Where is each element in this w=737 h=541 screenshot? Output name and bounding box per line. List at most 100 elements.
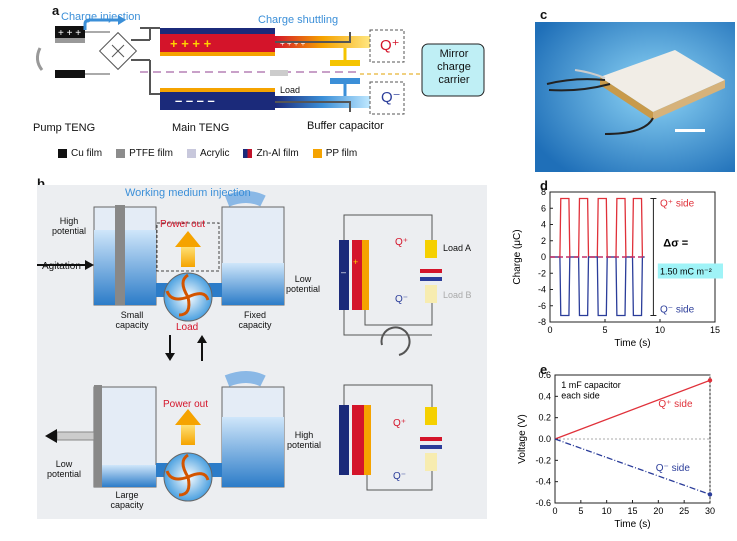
legend-label: Zn-Al film xyxy=(256,148,299,159)
chart-e-capacitor-label: 1 mF capacitor xyxy=(561,380,621,390)
working-medium-label: Working medium injection xyxy=(125,187,251,199)
low-potential-label-top: Low potential xyxy=(285,274,321,294)
panel-label-c: c xyxy=(540,7,548,22)
panel-label-d: d xyxy=(540,178,548,193)
chart-e-x-tick-label: 5 xyxy=(578,506,583,516)
legend-swatch xyxy=(243,149,253,158)
chart-e-y-tick-label: 0.4 xyxy=(538,391,551,401)
load-a-label: Load A xyxy=(443,243,472,253)
q-plus-box xyxy=(369,29,405,63)
chart-d-delta-sigma-label: Δσ = xyxy=(663,237,688,249)
legend-swatch xyxy=(58,149,67,158)
power-out-box-top xyxy=(156,222,220,272)
chart-e-x-axis-label: Time (s) xyxy=(614,519,650,530)
main-teng-bottom-pp xyxy=(160,88,275,92)
chart-d-value-box xyxy=(657,263,723,279)
chart-d-x-tick-label: 0 xyxy=(547,325,552,335)
q-plus-label: Q⁺ xyxy=(380,37,400,54)
chart-e-end-point xyxy=(707,492,713,497)
chart-d-value-label: 1.50 mC m⁻² xyxy=(660,267,712,277)
chart-d-y-tick-label: -2 xyxy=(538,268,546,278)
chart-d-q-plus-label: Q⁺ side xyxy=(660,199,695,210)
chart-e-y-tick-label: 0.2 xyxy=(538,413,551,423)
chart-d-y-tick-label: 6 xyxy=(541,203,546,213)
mirror-charge-box xyxy=(421,43,485,97)
chart-e-y-axis-label: Voltage (V) xyxy=(517,414,528,463)
svg-text:+ + + +: + + + + xyxy=(170,36,212,51)
main-teng-label: Main TENG xyxy=(172,122,230,134)
chart-e-q-plus-label: Q⁺ side xyxy=(658,399,693,410)
load-label: Load xyxy=(280,85,301,95)
legend-swatch xyxy=(312,149,322,158)
chart-e-series-line xyxy=(554,438,711,496)
pump-teng-ptfe xyxy=(55,38,85,43)
main-teng-bottom-cu xyxy=(160,92,275,110)
q-plus-label-b-bottom: Q⁺ xyxy=(393,418,407,429)
pump-teng-bottom-plate xyxy=(55,70,85,78)
chart-d-y-tick-label: -4 xyxy=(538,285,546,295)
chart-e-y-tick-label: -0.2 xyxy=(535,455,551,465)
legend-label: Acrylic xyxy=(200,148,230,159)
panel-label-a: a xyxy=(52,3,60,18)
legend-label: Cu film xyxy=(71,148,103,159)
legend-swatch xyxy=(116,149,126,158)
legend-item: Zn-Al film xyxy=(243,148,299,159)
chart-e-x-tick-label: 10 xyxy=(602,506,612,516)
chart-d-y-axis-label: Charge (μC) xyxy=(512,229,523,284)
chart-e-each-side-label: each side xyxy=(561,390,600,400)
charge-injection-label: Charge injection xyxy=(61,11,141,23)
load-b-label: Load B xyxy=(443,290,472,300)
load-resistor xyxy=(270,70,288,76)
q-minus-label-b-top: Q⁻ xyxy=(395,294,409,305)
chart-d-series-line xyxy=(550,256,645,317)
chart-d-x-tick-label: 5 xyxy=(602,325,607,335)
chart-e-end-point xyxy=(707,378,713,383)
circuit-top: – + xyxy=(339,214,442,336)
piston-top xyxy=(115,205,125,305)
main-teng-top-pp xyxy=(160,34,275,52)
chart-e-x-tick-label: 20 xyxy=(653,506,663,516)
buffer-capacitor-plate-bottom xyxy=(330,78,360,84)
chart-e-series-line xyxy=(554,379,711,440)
chart-d-series-line xyxy=(550,197,645,258)
panel-a-schematic: + + + + + + + – – – – + + + + xyxy=(35,15,485,115)
legend-label: PTFE film xyxy=(129,148,174,159)
scale-bar xyxy=(675,129,705,132)
chart-e-y-tick-label: -0.4 xyxy=(535,477,551,487)
chart-e-x-tick-label: 0 xyxy=(552,506,557,516)
power-out-label-bottom: Power out xyxy=(163,399,209,410)
svg-text:+ + + +: + + + + xyxy=(280,39,306,48)
svg-text:–: – xyxy=(341,267,346,277)
pump-teng-label: Pump TENG xyxy=(33,122,96,134)
chart-d-y-tick-label: 0 xyxy=(541,252,546,262)
rectifier-bridge-icon xyxy=(98,31,138,71)
chart-d-q-minus-label: Q⁻ side xyxy=(660,304,695,315)
svg-text:– – – –: – – – – xyxy=(175,93,215,108)
panel-b-schematic: – + xyxy=(37,185,487,519)
svg-text:+ + +: + + + xyxy=(58,28,81,39)
legend-label: PP film xyxy=(325,148,358,159)
high-potential-label-bottom: High potential xyxy=(286,430,322,450)
pump-teng-top-plate xyxy=(55,26,85,38)
q-minus-box xyxy=(369,81,405,115)
main-teng-top-pp-edge xyxy=(160,52,275,56)
panel-a-legend: Cu film PTFE film Acrylic Zn-Al film PP … xyxy=(58,148,357,159)
chart-d-y-tick-label: -6 xyxy=(538,301,546,311)
panel-label-b: b xyxy=(37,176,45,191)
power-arrow-top xyxy=(181,245,195,267)
chart-d-x-tick-label: 10 xyxy=(655,325,665,335)
power-out-label-top: Power out xyxy=(160,219,206,230)
power-arrow-bottom xyxy=(181,423,195,445)
chart-d-y-tick-label: -8 xyxy=(538,317,546,327)
piston-bottom xyxy=(94,385,102,487)
small-capacity-label: Small capacity xyxy=(115,310,149,330)
chart-d-x-tick-label: 15 xyxy=(710,325,720,335)
legend-item: PTFE film xyxy=(116,148,173,159)
load-label-b: Load xyxy=(176,322,199,333)
chart-d-x-axis-label: Time (s) xyxy=(614,338,650,349)
chart-d-y-tick-label: 2 xyxy=(541,236,546,246)
low-potential-label-bottom: Low potential xyxy=(46,459,82,479)
circuit-bottom xyxy=(339,384,442,491)
chart-d-y-tick-label: 4 xyxy=(541,220,546,230)
